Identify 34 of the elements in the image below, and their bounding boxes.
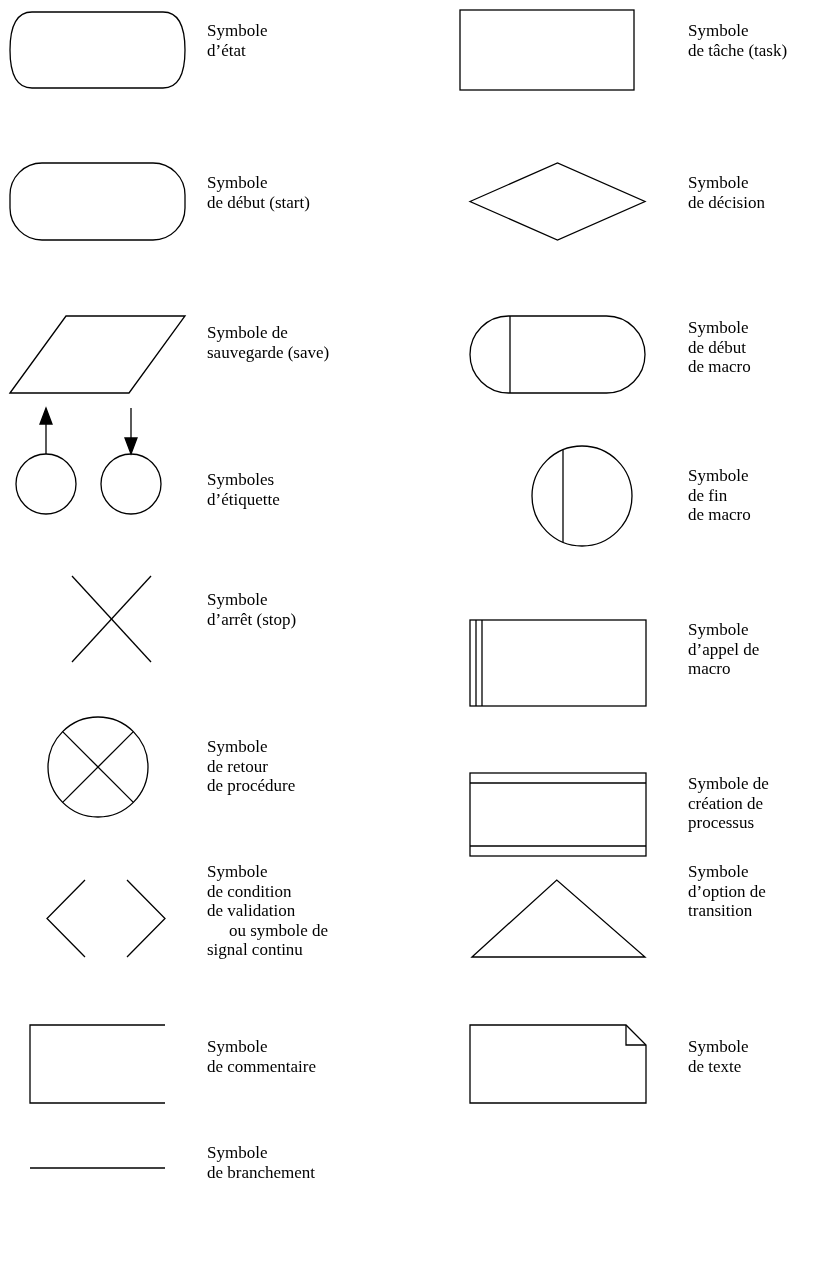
- start-symbol: [10, 163, 185, 240]
- process-creation-symbol: [470, 773, 646, 856]
- symbol-caption: Symboles d’étiquette: [207, 470, 280, 509]
- text-document: [470, 1025, 646, 1103]
- symbol-caption: Symbole de sauvegarde (save): [207, 323, 330, 362]
- symbol-caption: Symbole de tâche (task): [688, 21, 788, 60]
- symbol-caption: Symbole d’appel de macro: [688, 620, 760, 679]
- symbol-caption: Symbole d’option de transition: [688, 862, 766, 921]
- label-symbols-drawing: [16, 408, 161, 514]
- macro-end-symbol: [532, 446, 632, 546]
- decision-diamond: [470, 163, 645, 240]
- symbol-caption: Symbole de création de processus: [688, 774, 769, 833]
- procedure-return-symbol: [48, 717, 148, 817]
- save-parallelogram: [10, 316, 185, 393]
- comment-bracket: [30, 1025, 165, 1103]
- transition-triangle: [472, 880, 645, 957]
- symbol-caption: Symbole de fin de macro: [688, 466, 751, 525]
- symbol-caption: Symbole de retour de procédure: [207, 737, 296, 796]
- symbol-caption: Symbole de décision: [688, 173, 765, 212]
- branch-line: [30, 1167, 165, 1169]
- validation-chevrons: [47, 880, 165, 957]
- task-symbol: [460, 10, 634, 90]
- symbol-caption: Symbole de début de macro: [688, 318, 751, 377]
- symbol-caption: Symbole de branchement: [207, 1143, 316, 1182]
- stop-cross: [72, 576, 151, 662]
- symbol-caption: Symbole d’état: [207, 21, 268, 60]
- symbol-caption: Symbole de texte: [688, 1037, 749, 1076]
- macro-start-symbol: [470, 316, 645, 393]
- symbol-caption: Symbole de commentaire: [207, 1037, 317, 1076]
- macro-call-symbol: [470, 620, 646, 706]
- symbol-caption: Symbole d’arrêt (stop): [207, 590, 297, 629]
- symbol-caption: Symbole de début (start): [207, 173, 310, 212]
- state-symbol: [10, 12, 185, 88]
- symbol-caption: Symbole de condition de validation ou symbole de signal continu: [207, 862, 329, 960]
